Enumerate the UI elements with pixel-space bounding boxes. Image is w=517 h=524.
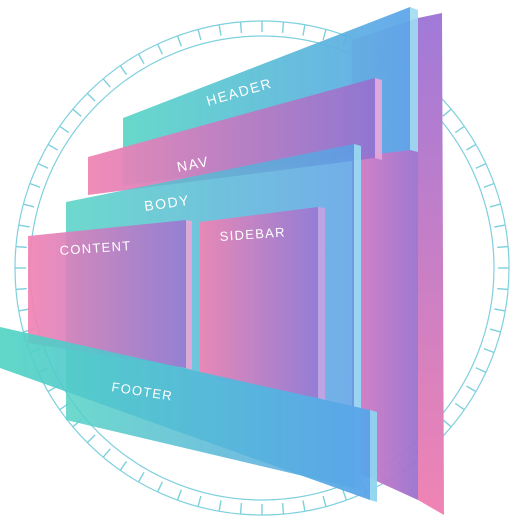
ring-tick bbox=[494, 308, 506, 312]
ring-tick bbox=[119, 460, 128, 471]
ring-tick bbox=[483, 182, 495, 188]
ring-tick bbox=[15, 245, 27, 249]
ring-tick bbox=[102, 448, 111, 458]
ring-tick bbox=[86, 434, 96, 444]
ring-tick bbox=[454, 125, 465, 134]
ring-tick bbox=[466, 385, 477, 393]
layer-body-label: BODY bbox=[143, 192, 191, 214]
ring-tick bbox=[59, 125, 70, 134]
ring-tick bbox=[47, 143, 58, 151]
ring-tick bbox=[281, 21, 285, 33]
layer-footer: FOOTER bbox=[0, 327, 377, 502]
ring-tick bbox=[475, 367, 487, 374]
ring-tick bbox=[176, 489, 182, 501]
ring-tick bbox=[483, 348, 495, 354]
ring-tick bbox=[454, 402, 465, 411]
ring-tick bbox=[239, 21, 243, 33]
ring-tick bbox=[29, 182, 41, 188]
ring-tick bbox=[197, 29, 202, 41]
ring-tick bbox=[322, 29, 327, 41]
ring-tick bbox=[489, 203, 501, 208]
ring-tick bbox=[137, 53, 145, 64]
ring-tick bbox=[342, 489, 348, 501]
ring-tick bbox=[23, 203, 35, 208]
ring-tick bbox=[475, 162, 487, 169]
ring-tick bbox=[86, 92, 96, 102]
ring-tick bbox=[119, 65, 128, 76]
ring-tick bbox=[137, 472, 145, 483]
ring-tick bbox=[466, 143, 477, 151]
ring-tick bbox=[15, 287, 27, 291]
layer-sidebar: SIDEBAR bbox=[200, 207, 325, 400]
layer-nav-label: NAV bbox=[176, 153, 211, 175]
ring-tick bbox=[302, 24, 306, 36]
ring-tick bbox=[156, 43, 163, 55]
ring-tick bbox=[218, 24, 222, 36]
ring-tick bbox=[322, 495, 327, 507]
ring-tick bbox=[37, 162, 49, 169]
ring-tick bbox=[497, 287, 509, 291]
ring-tick bbox=[218, 500, 222, 512]
ring-tick bbox=[302, 500, 306, 512]
layer-content: CONTENT bbox=[28, 220, 192, 370]
ring-tick bbox=[197, 495, 202, 507]
ring-tick bbox=[18, 308, 30, 312]
ring-tick bbox=[156, 481, 163, 493]
ring-tick bbox=[102, 78, 111, 88]
ring-tick bbox=[281, 503, 285, 515]
ring-tick bbox=[442, 108, 452, 117]
ring-tick bbox=[239, 503, 243, 515]
ring-tick bbox=[442, 419, 452, 428]
ring-tick bbox=[489, 328, 501, 333]
ring-tick bbox=[18, 224, 30, 228]
ring-tick bbox=[72, 108, 82, 117]
layer-content-label: CONTENT bbox=[59, 238, 132, 258]
ring-tick bbox=[176, 35, 182, 47]
layer-sidebar-label: SIDEBAR bbox=[219, 224, 286, 244]
ring-tick bbox=[497, 245, 509, 249]
ring-tick bbox=[494, 224, 506, 228]
